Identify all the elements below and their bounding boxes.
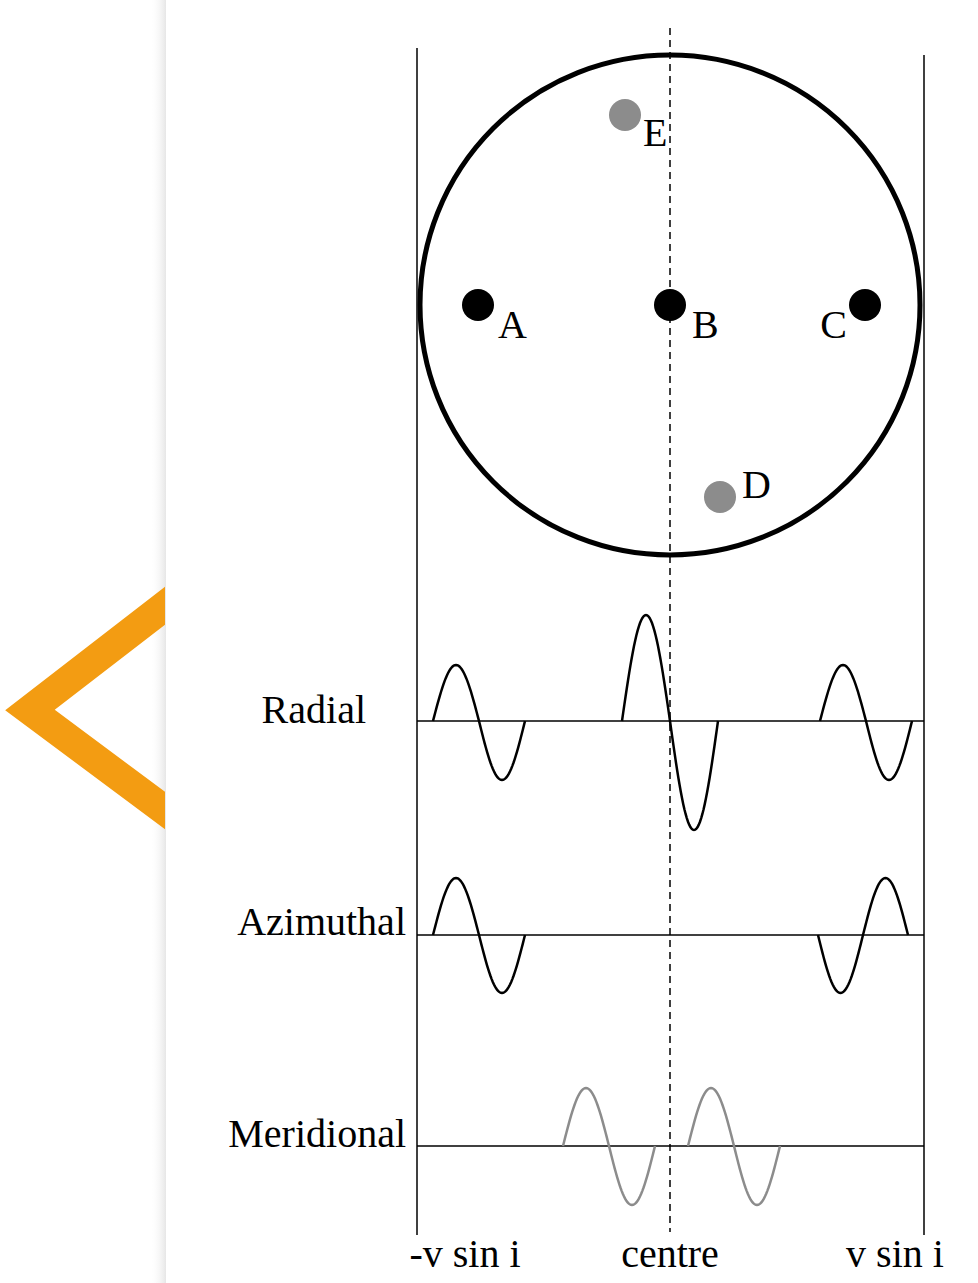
line-profile xyxy=(688,1088,780,1205)
point-label: C xyxy=(820,305,847,345)
surface-point xyxy=(462,289,494,321)
velocity-limit-line xyxy=(416,48,418,1235)
line-profile xyxy=(820,665,912,780)
point-label: B xyxy=(692,305,719,345)
point-label: D xyxy=(742,465,771,505)
axis-label: v sin i xyxy=(846,1234,944,1274)
surface-point xyxy=(654,289,686,321)
panel-shadow xyxy=(150,0,166,1283)
surface-point xyxy=(609,99,641,131)
row-label: Meridional xyxy=(228,1114,406,1154)
baseline xyxy=(417,934,924,936)
baseline xyxy=(417,1145,924,1147)
line-profile xyxy=(433,878,525,993)
centre-line xyxy=(669,28,671,1232)
velocity-limit-line xyxy=(923,55,925,1235)
point-label: A xyxy=(498,305,527,345)
surface-point xyxy=(704,481,736,513)
axis-label: -v sin i xyxy=(409,1234,520,1274)
line-profile xyxy=(433,665,525,780)
line-profile xyxy=(563,1088,655,1205)
line-profile xyxy=(622,615,718,830)
row-label: Radial xyxy=(262,690,366,730)
axis-label: centre xyxy=(621,1234,719,1274)
point-label: E xyxy=(643,113,667,153)
chevron-mark xyxy=(30,598,165,818)
surface-point xyxy=(849,289,881,321)
stellar-disc xyxy=(420,55,920,555)
line-profile xyxy=(818,878,908,993)
row-label: Azimuthal xyxy=(237,902,406,942)
